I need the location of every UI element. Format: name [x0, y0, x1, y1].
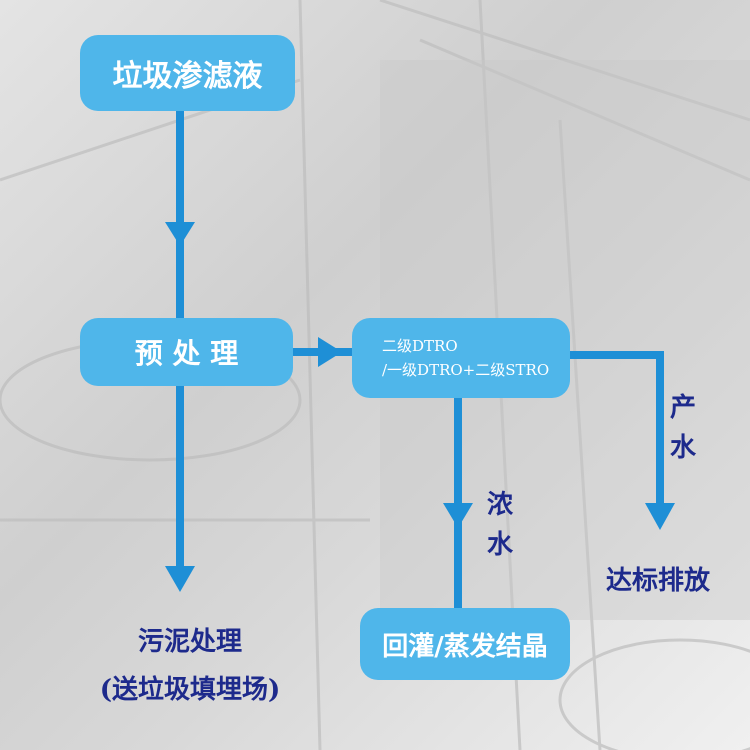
arrow-head [645, 503, 675, 530]
arrow-head [165, 566, 195, 592]
node-label: 回灌/蒸发结晶 [382, 631, 548, 662]
arrow-head [165, 222, 195, 246]
node-sludge: 污泥处理 (送垃圾填埋场) [90, 618, 290, 714]
edge-label-product: 产水 [669, 393, 696, 463]
node-leachate: 垃圾渗滤液 [80, 35, 295, 111]
node-discharge: 达标排放 [606, 566, 711, 596]
node-label: /一级DTRO+二级STRO [382, 361, 550, 379]
edge-label-concentrate: 浓水 [486, 490, 513, 560]
node-ro: 二级DTRO /一级DTRO+二级STRO [352, 318, 570, 398]
node-recharge: 回灌/蒸发结晶 [360, 608, 570, 680]
node-label: 垃圾渗滤液 [112, 59, 263, 94]
node-label: 预 处 理 [134, 337, 239, 370]
arrow-head [443, 503, 473, 528]
node-label: 二级DTRO [382, 337, 458, 355]
node-label: 污泥处理 [137, 627, 242, 657]
node-pretreatment: 预 处 理 [80, 318, 293, 386]
arrow-head [318, 337, 342, 367]
node-label: (送垃圾填埋场) [99, 675, 281, 705]
